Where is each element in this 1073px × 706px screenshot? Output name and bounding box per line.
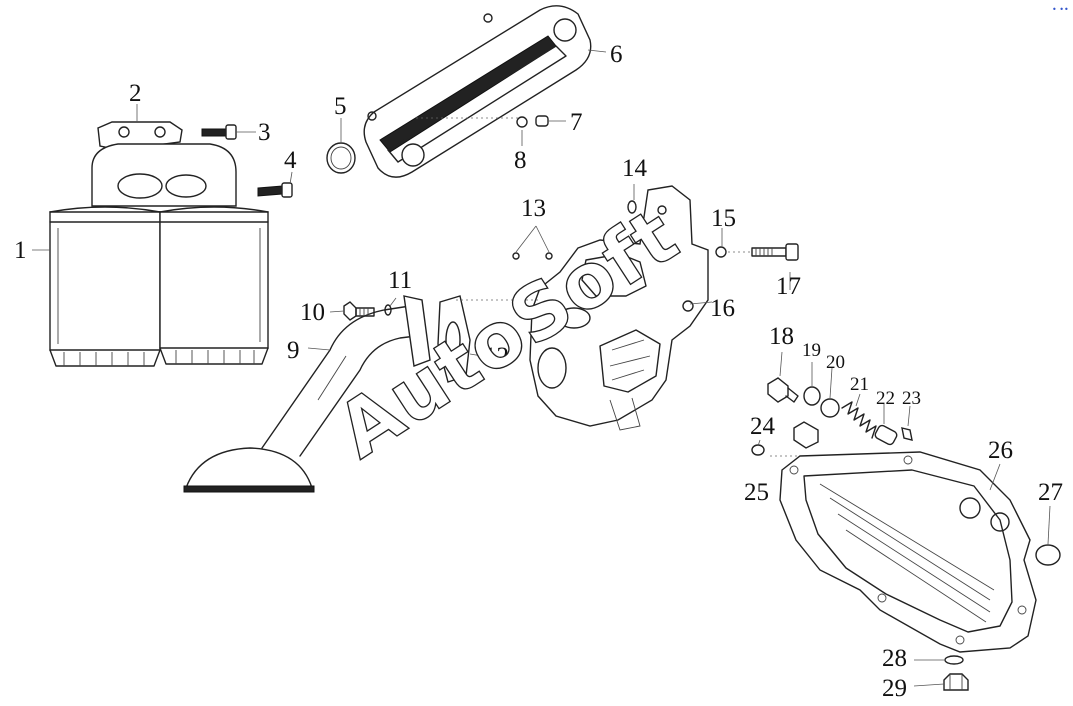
label-part-21: 21 <box>850 374 869 395</box>
bolt-part-4 <box>257 182 293 198</box>
gasket-part-12 <box>437 295 471 383</box>
label-part-10: 10 <box>300 299 325 326</box>
suction-pipe-part-9 <box>183 295 431 493</box>
cover-part-26 <box>779 451 1037 653</box>
label-part-12: 12 <box>484 343 509 370</box>
dowel-part-13a <box>512 252 520 260</box>
bolt-part-10 <box>343 301 375 321</box>
pin-part-23 <box>901 427 913 441</box>
spring-part-21 <box>841 401 877 439</box>
label-part-19: 19 <box>802 340 821 361</box>
label-part-8: 8 <box>514 147 527 174</box>
label-part-29: 29 <box>882 675 907 702</box>
label-part-13: 13 <box>521 195 546 222</box>
bolt-part-17 <box>751 243 799 261</box>
label-part-27: 27 <box>1038 479 1063 506</box>
washer-part-8 <box>516 116 528 128</box>
label-part-23: 23 <box>902 388 921 409</box>
label-part-24: 24 <box>750 413 776 440</box>
label-part-16: 16 <box>710 295 735 322</box>
label-part-15: 15 <box>711 205 736 232</box>
o-ring-part-27 <box>1035 544 1061 566</box>
label-part-25: 25 <box>744 479 769 506</box>
label-part-7: 7 <box>570 109 583 136</box>
label-part-17: 17 <box>776 273 801 300</box>
drain-plug-part-29 <box>943 673 969 691</box>
piston-part-22 <box>874 424 898 446</box>
label-part-9: 9 <box>287 337 300 364</box>
label-part-4: 4 <box>284 147 297 174</box>
label-part-5: 5 <box>334 93 347 120</box>
label-part-20: 20 <box>826 352 845 373</box>
label-part-28: 28 <box>882 645 907 672</box>
oil-filter-assembly <box>49 121 269 367</box>
label-part-1: 1 <box>14 237 27 264</box>
plug-part-7 <box>535 115 566 127</box>
label-part-26: 26 <box>988 437 1013 464</box>
corner-mark: • •• <box>1052 5 1069 14</box>
oil-cooler-part-6 <box>363 5 607 178</box>
valve-plug-part-18 <box>767 377 799 403</box>
label-part-6: 6 <box>610 41 623 68</box>
label-part-14: 14 <box>622 155 648 182</box>
seal-part-19 <box>803 386 821 406</box>
label-part-11: 11 <box>388 267 412 294</box>
bolt-part-3 <box>201 124 256 140</box>
o-ring-part-20 <box>820 398 840 418</box>
label-part-18: 18 <box>769 323 794 350</box>
oil-pump-housing-part-16 <box>529 185 709 431</box>
washer-part-11 <box>384 304 392 316</box>
o-ring-part-14 <box>627 200 637 214</box>
washer-part-28 <box>944 655 964 665</box>
label-part-22: 22 <box>876 388 895 409</box>
o-ring-part-5 <box>326 142 356 174</box>
dowel-part-13b <box>545 252 553 260</box>
valve-plug-part-24 <box>793 421 819 449</box>
label-part-2: 2 <box>129 80 142 107</box>
washer-part-15 <box>715 246 727 258</box>
washer-part-25 <box>751 444 765 456</box>
label-part-3: 3 <box>258 119 271 146</box>
